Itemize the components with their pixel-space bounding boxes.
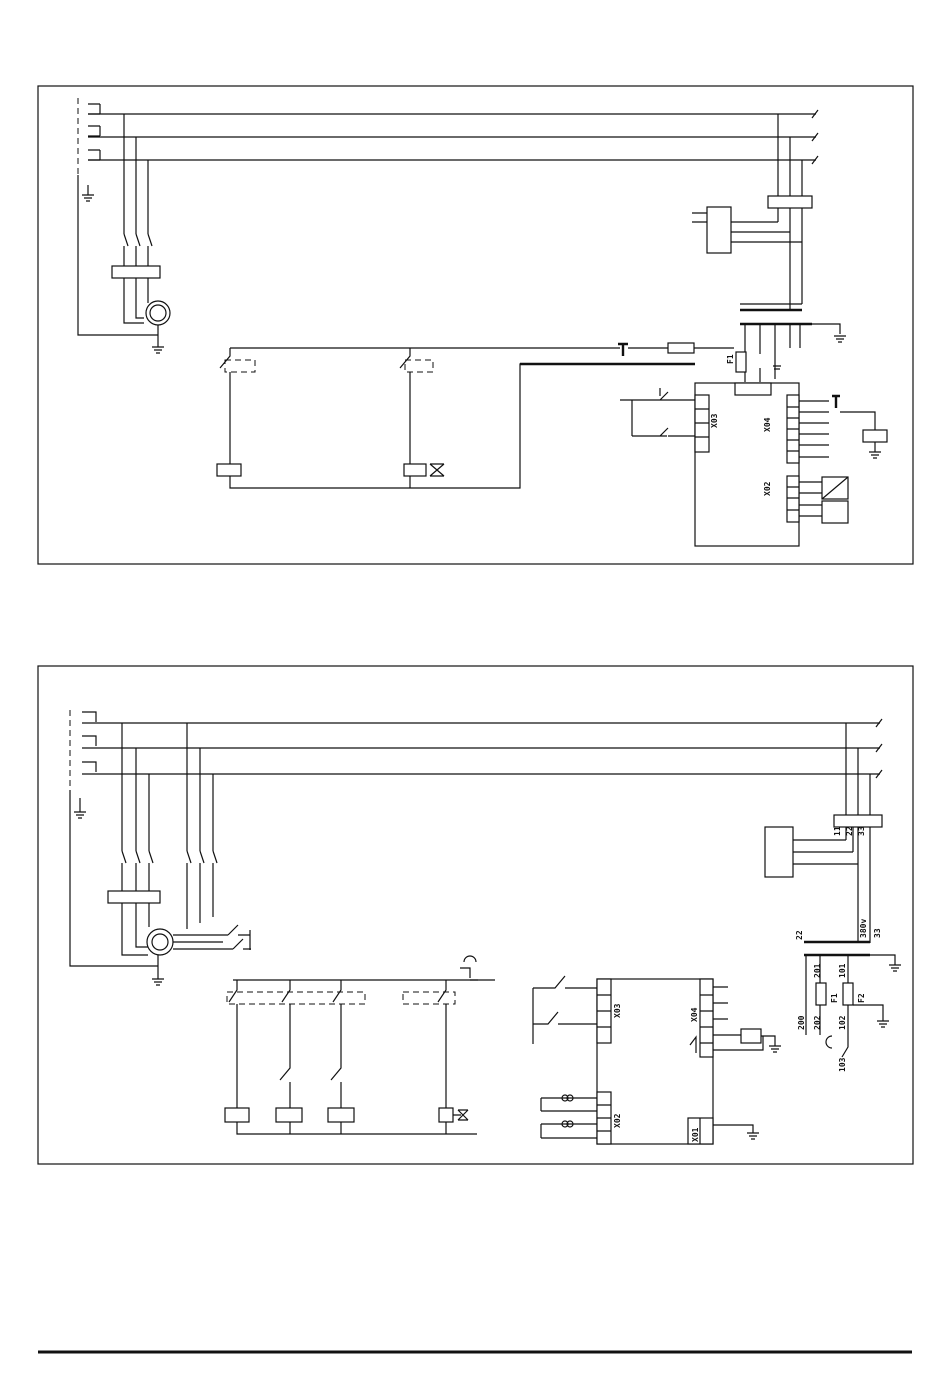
wire-101-label: 101 [838,963,847,978]
wire-200-label: 200 [797,1015,806,1030]
wire-201-label: 201 [813,963,822,978]
svg-text:X04: X04 [690,1007,699,1022]
svg-text:X02: X02 [613,1113,622,1128]
motor-symbol-2 [147,929,173,955]
main-bus-lines [88,110,818,164]
motor-branch-2 [108,723,251,985]
wire-102-label: 102 [838,1015,847,1030]
motor-branch-1 [112,114,170,353]
svg-text:X02: X02 [763,481,772,496]
svg-text:X04: X04 [763,417,772,432]
svg-text:X03: X03 [710,413,719,428]
wire-22-label: 22 [795,930,804,940]
diagram-2-frame [38,666,913,1164]
wire-202-label: 202 [813,1015,822,1030]
voltage-label: 380v [859,919,868,938]
connector-x03-1: X03 [620,388,719,452]
wiring-diagram-1: F1 X03 X04 [38,86,913,564]
wire-103-label: 103 [838,1057,847,1072]
ground-symbol-2 [70,790,158,966]
connector-x01: X01 [688,1118,759,1144]
connector-x04-2: X04 [690,979,781,1057]
svg-text:X03: X03 [613,1003,622,1018]
power-supply-2: 11 22 33 22 380v 33 200 201 202 101 102 … [765,723,901,1072]
main-bus-lines-2 [82,719,882,778]
wiring-diagram-2: 11 22 33 22 380v 33 200 201 202 101 102 … [38,666,913,1164]
supply-terminals-2 [70,710,96,790]
control-circuit-1 [217,343,734,488]
controller-board-2: X03 X04 X02 [533,976,781,1144]
fuse-f1-label-1: F1 [726,354,735,364]
control-circuit-2 [225,956,495,1134]
controller-board-1: X03 X04 X02 [620,383,887,546]
fuse-f1-label-2: F1 [830,993,839,1003]
terminal-11-label: 11 [833,826,842,836]
connector-x03-2: X03 [533,976,622,1044]
connector-x02-2: X02 [541,1092,622,1144]
fuse-f2-label: F2 [857,993,866,1003]
power-supply-1: F1 [692,114,846,382]
wire-33-label: 33 [873,928,882,938]
svg-text:X01: X01 [691,1127,700,1142]
